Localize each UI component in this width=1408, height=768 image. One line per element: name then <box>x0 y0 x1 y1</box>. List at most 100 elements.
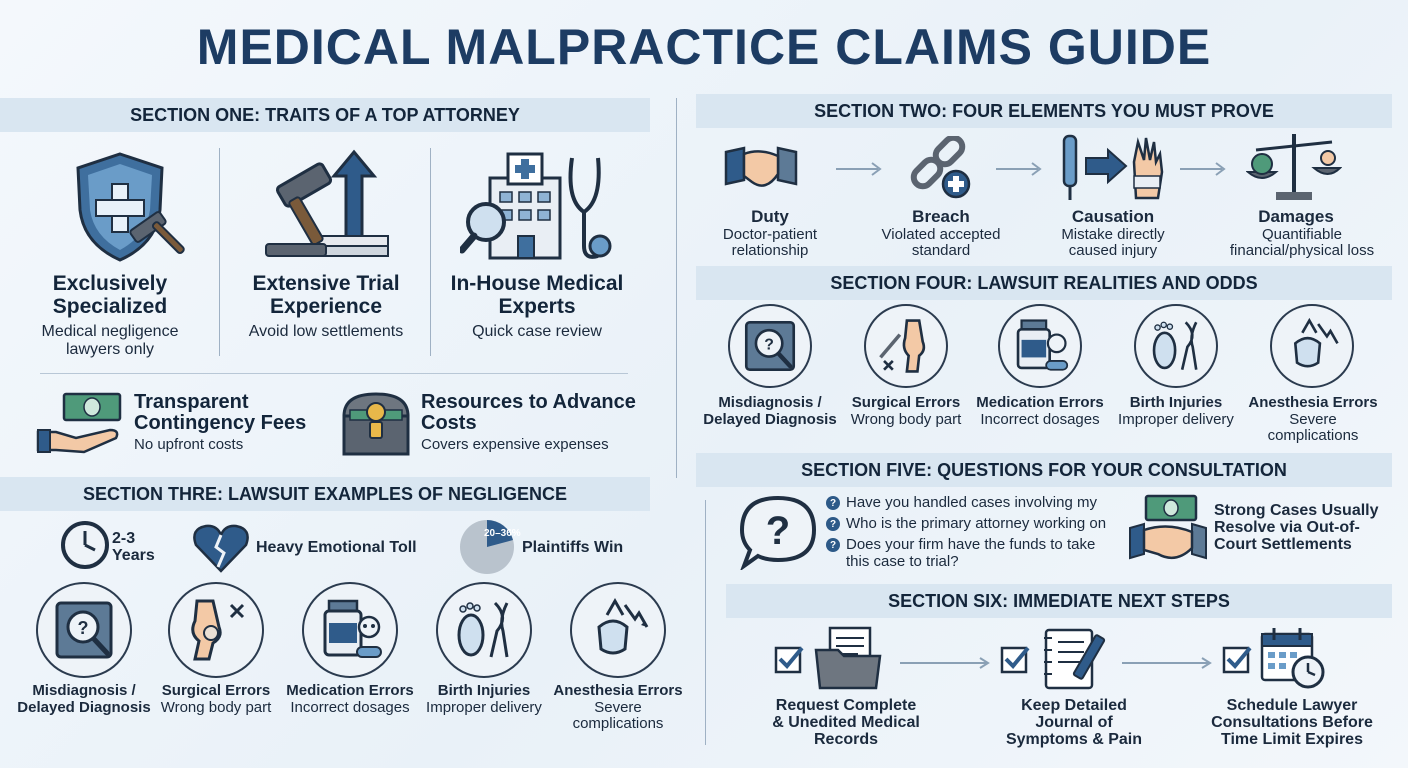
s4-medication-errors-title: Medication Errors <box>976 394 1104 411</box>
element-duty-title: Duty <box>751 207 789 226</box>
scalpel-knee-icon <box>864 304 948 388</box>
s3-medication-errors-sub: Incorrect dosages <box>290 699 410 716</box>
arrow-icon <box>1122 656 1212 669</box>
stat-duration: 2-3 Years <box>112 530 155 564</box>
foot-forceps-icon <box>436 582 532 678</box>
xray-magnifier-icon: ? <box>728 304 812 388</box>
element-damages-sub: Quantifiable financial/physical loss <box>1229 226 1375 259</box>
s3-anesthesia-errors-title: Anesthesia Errors <box>553 682 683 699</box>
question-mark-icon: ? <box>826 538 840 552</box>
element-damages-title: Damages <box>1258 207 1334 226</box>
s4-anesthesia-errors-title: Anesthesia Errors <box>1248 394 1378 411</box>
question-item: ?Does your firm have the funds to take t… <box>826 536 1106 570</box>
advance-costs-sub: Covers expensive expenses <box>421 436 609 453</box>
pie-label: 20–36% <box>484 528 521 539</box>
money-handshake-icon <box>1128 494 1208 564</box>
center-divider-lower <box>705 500 706 745</box>
broken-chain-icon <box>904 134 976 202</box>
section-six-heading: SECTION SIX: IMMEDIATE NEXT STEPS <box>726 584 1392 618</box>
broken-heart-icon <box>192 523 250 573</box>
card-trial-experience-sub: Avoid low settlements <box>248 323 404 340</box>
s3-surgical-errors-sub: Wrong body part <box>160 699 272 716</box>
question-item: ?Who is the primary attorney working on <box>826 515 1126 532</box>
s3-misdiagnosis-title: Misdiagnosis / Delayed Diagnosis <box>17 682 151 716</box>
contingency-fees-title: Transparent Contingency Fees <box>134 391 307 434</box>
element-duty-sub: Doctor-patient relationship <box>722 226 818 259</box>
step-keep-journal: Keep Detailed Journal of Symptoms & Pain <box>1005 697 1143 748</box>
advance-costs-title: Resources to Advance Costs <box>421 391 636 434</box>
scales-icon <box>1245 128 1343 202</box>
question-mark-icon: ? <box>826 496 840 510</box>
questions-list: ?Have you handled cases involving my ?Wh… <box>826 494 1126 570</box>
arrow-icon <box>836 162 882 176</box>
element-breach-title: Breach <box>912 207 970 226</box>
section-three-heading: SECTION THRE: LAWSUIT EXAMPLES OF NEGLIG… <box>0 477 650 511</box>
card-medical-experts-sub: Quick case review <box>472 323 602 340</box>
xray-magnifier-icon: ? <box>36 582 132 678</box>
page-title: MEDICAL MALPRACTICE CLAIMS GUIDE <box>196 19 1212 75</box>
s4-birth-injuries-title: Birth Injuries <box>1129 394 1223 411</box>
question-item: ?Have you handled cases involving my <box>826 494 1126 511</box>
element-breach-sub: Violated accepted standard <box>881 226 1001 259</box>
s4-anesthesia-errors-sub: Severe complications <box>1267 411 1359 444</box>
element-causation-title: Causation <box>1071 207 1155 226</box>
svg-text:?: ? <box>766 509 790 553</box>
cash-hand-icon <box>36 392 126 456</box>
checkbox-icon <box>1000 644 1030 674</box>
clock-icon <box>60 520 110 570</box>
knee-icon <box>168 582 264 678</box>
card-divider <box>430 148 431 356</box>
notebook-pen-icon <box>1040 624 1110 690</box>
scalpel-arrow-hand-icon <box>1058 132 1166 202</box>
step-schedule-consultations: Schedule Lawyer Consultations Before Tim… <box>1211 697 1373 748</box>
pill-bottle-icon <box>302 582 398 678</box>
svg-text:?: ? <box>764 337 774 354</box>
checkbox-icon <box>774 644 804 674</box>
hospital-stethoscope-icon <box>458 150 620 262</box>
section-five-heading: SECTION FIVE: QUESTIONS FOR YOUR CONSULT… <box>696 453 1392 487</box>
card-exclusively-specialized-sub: Medical negligence lawyers only <box>41 323 179 358</box>
section-two-heading: SECTION TWO: FOUR ELEMENTS YOU MUST PROV… <box>696 94 1392 128</box>
treasure-chest-icon <box>340 390 412 458</box>
gavel-arrow-icon <box>258 148 398 263</box>
step-request-records: Request Complete & Unedited Medical Reco… <box>772 697 920 748</box>
contingency-fees-sub: No upfront costs <box>134 436 244 453</box>
card-exclusively-specialized-title: Exclusively Specialized <box>52 272 168 318</box>
s4-surgical-errors-sub: Wrong body part <box>850 411 962 428</box>
s3-birth-injuries-sub: Improper delivery <box>426 699 542 716</box>
pill-bottle-icon <box>998 304 1082 388</box>
s3-birth-injuries-title: Birth Injuries <box>437 682 531 699</box>
checkbox-icon <box>1222 644 1252 674</box>
element-causation-sub: Mistake directly caused injury <box>1061 226 1165 259</box>
s4-misdiagnosis-title: Misdiagnosis / Delayed Diagnosis <box>703 394 837 428</box>
s4-surgical-errors-title: Surgical Errors <box>851 394 961 411</box>
settlement-callout: Strong Cases Usually Resolve via Out-of-… <box>1214 502 1379 553</box>
section-one-heading: SECTION ONE: TRAITS OF A TOP ATTORNEY <box>0 98 650 132</box>
card-trial-experience-title: Extensive Trial Experience <box>252 272 400 318</box>
foot-forceps-icon <box>1134 304 1218 388</box>
pie-icon <box>458 518 516 576</box>
shield-gavel-icon <box>60 148 200 266</box>
handshake-icon <box>722 138 800 200</box>
section-one-divider <box>40 373 628 374</box>
s3-surgical-errors-title: Surgical Errors <box>161 682 271 699</box>
arrow-icon <box>996 162 1042 176</box>
question-mark-icon: ? <box>826 517 840 531</box>
calendar-clock-icon <box>1260 626 1326 690</box>
anesthesia-mask-icon <box>1270 304 1354 388</box>
stat-emotional-toll: Heavy Emotional Toll <box>256 539 417 556</box>
s3-anesthesia-errors-sub: Severe complications <box>572 699 664 732</box>
svg-text:?: ? <box>78 618 89 638</box>
stat-plaintiffs-win: Plaintiffs Win <box>522 539 624 556</box>
anesthesia-mask-icon <box>570 582 666 678</box>
card-divider <box>219 148 220 356</box>
s4-birth-injuries-sub: Improper delivery <box>1118 411 1234 428</box>
section-four-heading: SECTION FOUR: LAWSUIT REALITIES AND ODDS <box>696 266 1392 300</box>
arrow-icon <box>900 656 990 669</box>
arrow-icon <box>1180 162 1226 176</box>
s4-medication-errors-sub: Incorrect dosages <box>980 411 1100 428</box>
folder-icon <box>814 626 884 690</box>
s3-medication-errors-title: Medication Errors <box>286 682 414 699</box>
question-bubble-icon: ? <box>739 494 818 572</box>
card-medical-experts-title: In-House Medical Experts <box>450 272 624 318</box>
